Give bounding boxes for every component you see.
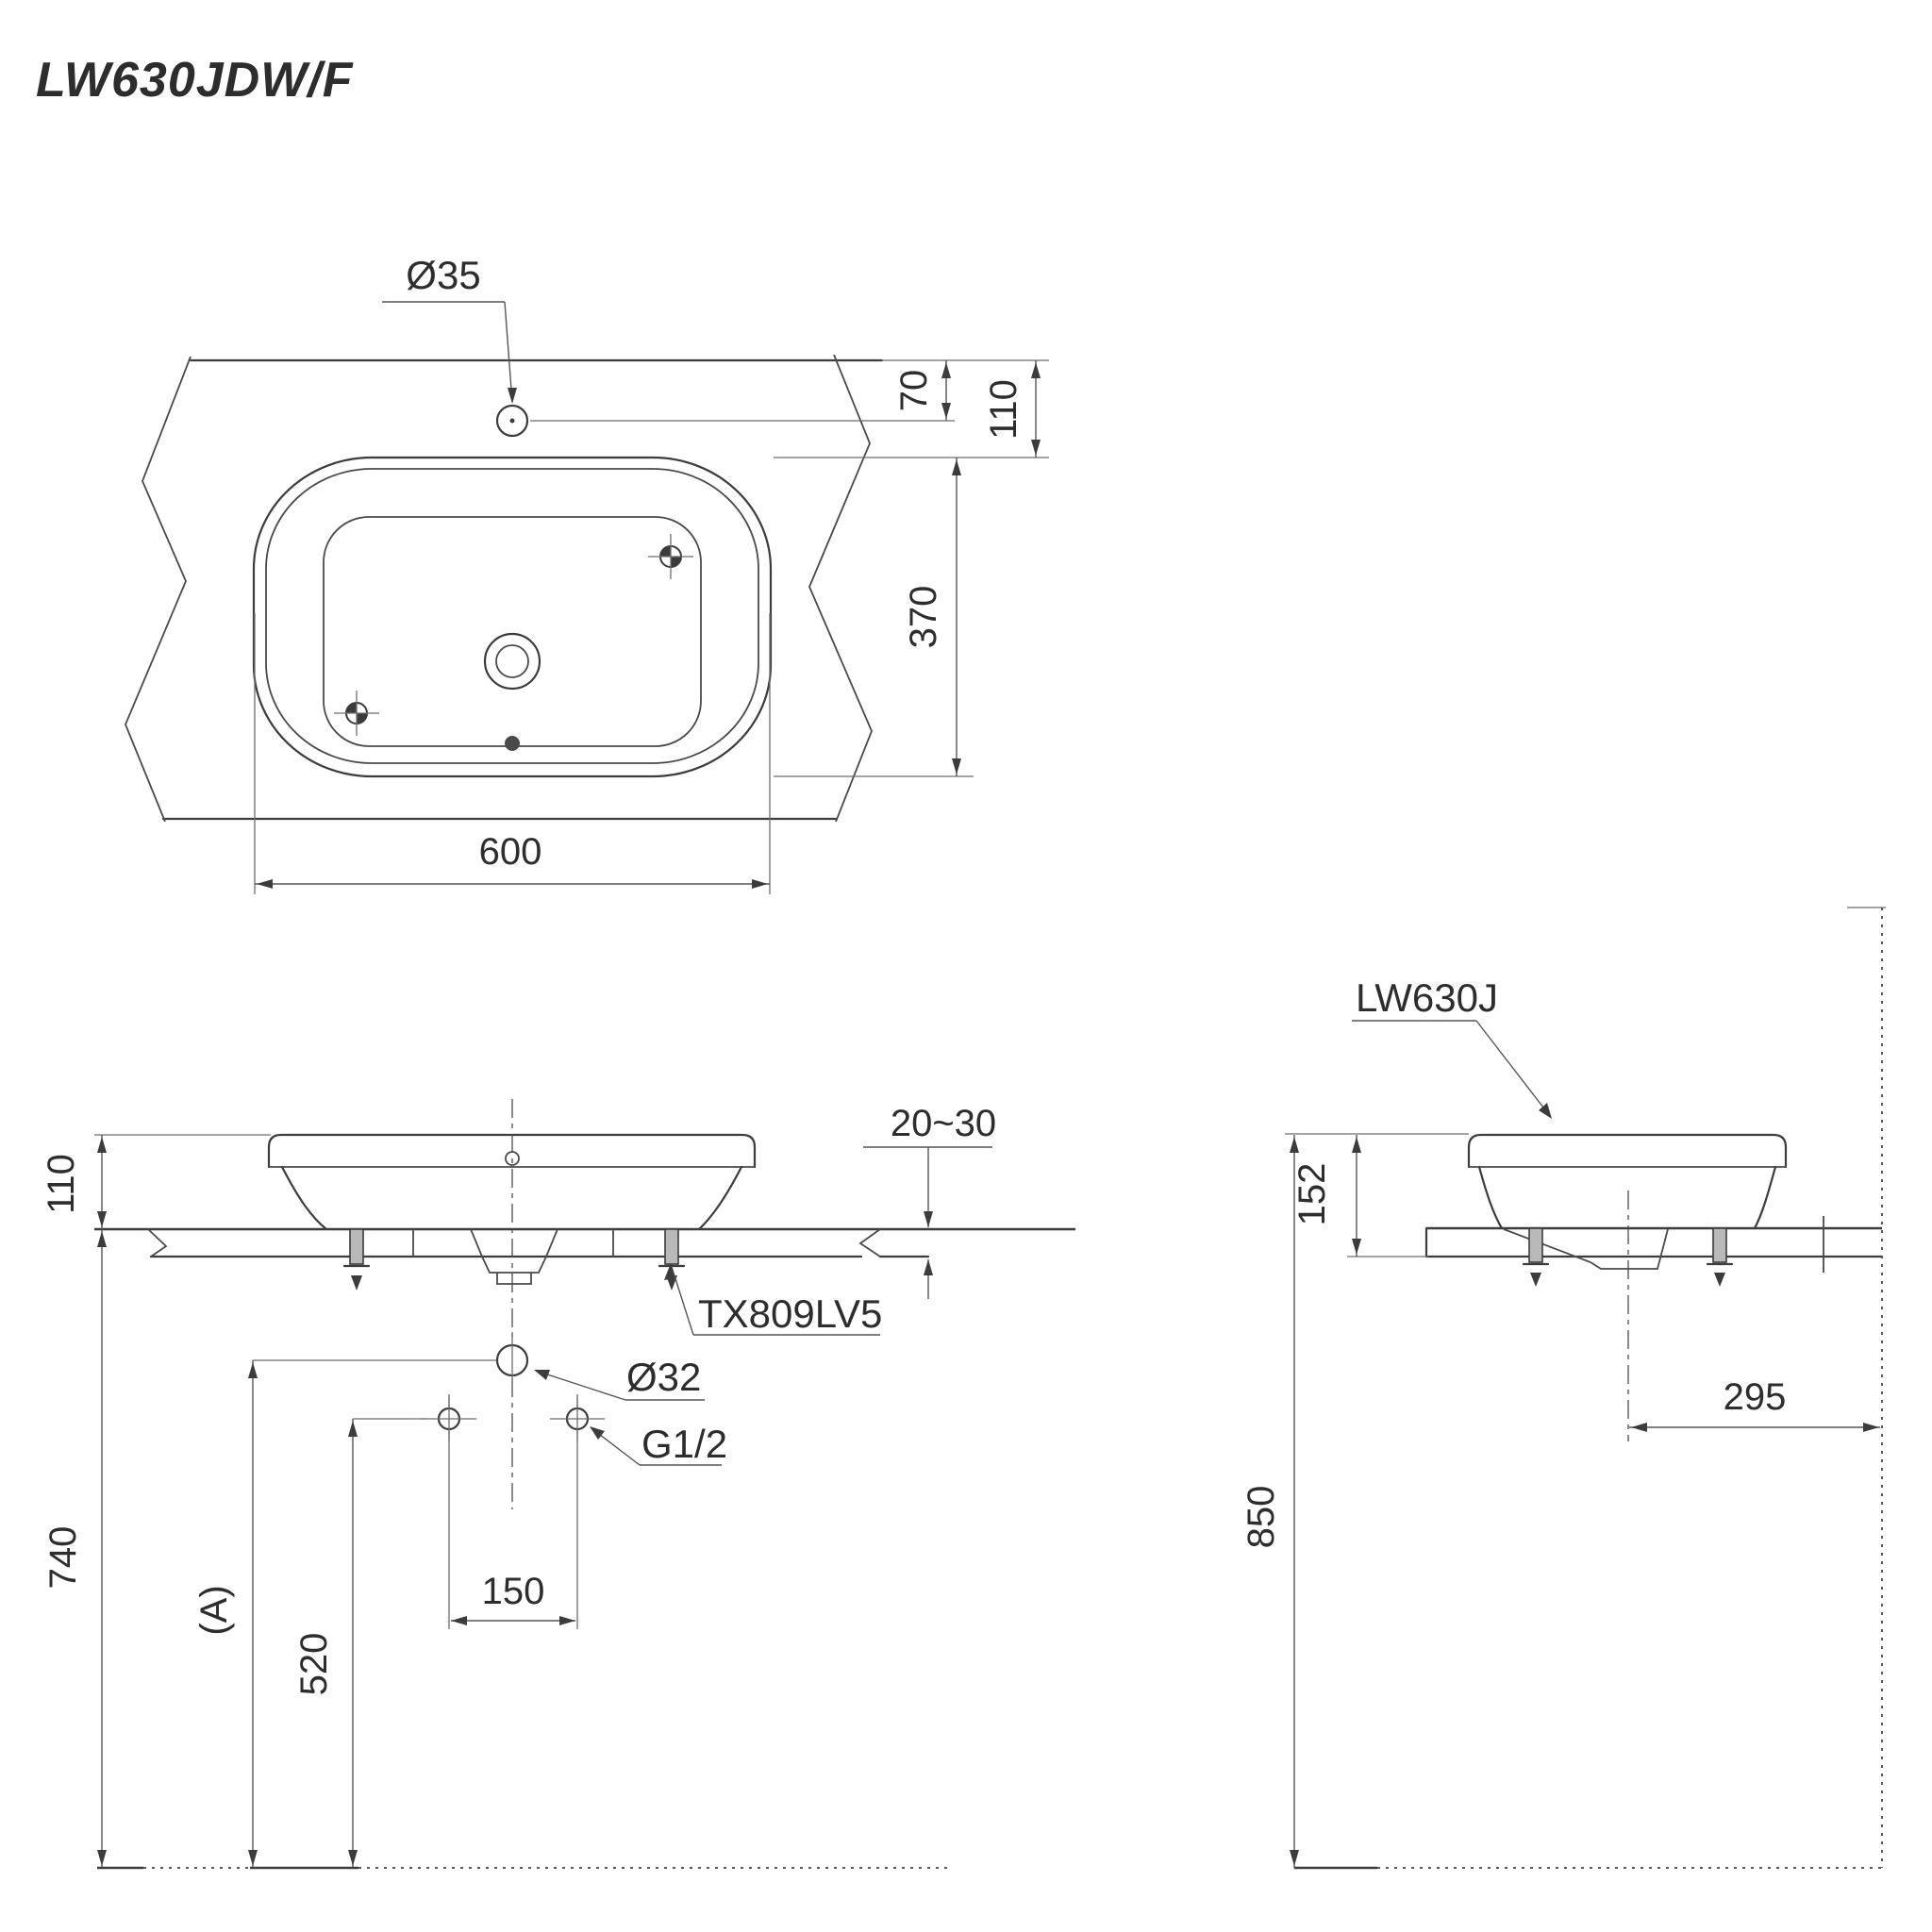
drain-inner-circle xyxy=(495,644,529,678)
dim-850: 850 xyxy=(1241,1486,1282,1549)
faucet-hole-dia-label: Ø35 xyxy=(406,253,480,297)
dim-295: 295 xyxy=(1724,1376,1787,1418)
faucet-label-leader xyxy=(504,301,513,403)
faucet-hole-center xyxy=(509,418,515,424)
left-break-line xyxy=(125,356,192,823)
page-title: LW630JDW/F xyxy=(36,53,354,108)
supply-hole-left xyxy=(422,1394,476,1629)
target-fill xyxy=(660,546,681,567)
drain-fitting-label: TX809LV5 xyxy=(698,1291,882,1336)
counter-break-left xyxy=(147,1228,168,1257)
fixing-hole-target-right xyxy=(648,534,693,579)
faucet-hole xyxy=(495,404,529,438)
sink-taper-left xyxy=(280,1165,328,1231)
dim-150: 150 xyxy=(482,1571,545,1612)
leader-arrow xyxy=(508,388,517,404)
bolt-shank xyxy=(1528,1227,1543,1263)
dim-110-top: 110 xyxy=(983,379,1024,440)
drain-outer-circle xyxy=(483,632,541,691)
dim-600: 600 xyxy=(479,831,542,873)
dim-740: 740 xyxy=(42,1526,84,1590)
sink-taper-left xyxy=(1477,1165,1504,1230)
dim-110-front: 110 xyxy=(41,1154,82,1214)
mounting-bolt-right xyxy=(658,1228,686,1291)
dim-70-arrows xyxy=(941,362,951,419)
sink-taper-right xyxy=(697,1165,743,1231)
bolt-tip xyxy=(1714,1273,1725,1287)
supply-thread-label: G1/2 xyxy=(641,1422,727,1466)
dim-152: 152 xyxy=(1291,1163,1333,1226)
mounting-bolt-front xyxy=(1522,1227,1550,1287)
drain-fitting-leader xyxy=(671,1266,694,1336)
side-view: LW630J 152 850 295 xyxy=(1241,907,1886,1870)
model-leader xyxy=(1475,1020,1551,1117)
top-view: Ø35 70 110 370 600 xyxy=(125,253,1049,894)
bolt-shank xyxy=(664,1228,679,1265)
counter-break-right xyxy=(858,1228,881,1257)
mounting-bolt-back xyxy=(1706,1227,1734,1287)
dim-520: 520 xyxy=(293,1633,335,1696)
basin-outer-rim xyxy=(252,456,773,778)
dim-A: (A) xyxy=(193,1585,235,1635)
dim-20-30: 20~30 xyxy=(891,1103,996,1144)
sink-rim-outline xyxy=(1467,1133,1788,1169)
drain-dia-arrow xyxy=(534,1370,550,1380)
drain-tailpiece xyxy=(496,1273,532,1285)
front-view: 110 740 (A) 520 150 20~30 TX809LV5 Ø32 xyxy=(41,1099,1075,1870)
dim-20-30-arrows xyxy=(924,1211,933,1275)
sink-taper-right xyxy=(1753,1165,1777,1230)
drain-dia-label: Ø32 xyxy=(626,1355,701,1399)
mounting-bolt-left xyxy=(342,1228,371,1291)
dim-370: 370 xyxy=(903,586,944,649)
drain-fitting-arrow xyxy=(664,1263,675,1280)
model-arrow xyxy=(1539,1103,1552,1119)
supply-thread-arrow xyxy=(590,1426,605,1440)
basin-inner-bowl xyxy=(323,516,702,747)
drain-recess xyxy=(470,1228,558,1274)
overflow-dot xyxy=(505,736,520,751)
fixing-hole-target-left xyxy=(334,691,379,736)
bowl-underside xyxy=(1503,1228,1669,1270)
model-label: LW630J xyxy=(1356,975,1498,1020)
supply-hole-right xyxy=(550,1394,605,1629)
bolt-shank xyxy=(349,1228,364,1265)
target-fill xyxy=(346,703,367,724)
bolt-tip xyxy=(351,1275,362,1291)
right-break-line xyxy=(808,354,873,823)
basin-second-rim xyxy=(265,468,759,764)
bolt-tip xyxy=(1530,1273,1541,1287)
bolt-shank xyxy=(1712,1227,1727,1263)
drain-dia-leader xyxy=(535,1370,626,1401)
dim-70: 70 xyxy=(893,370,935,412)
